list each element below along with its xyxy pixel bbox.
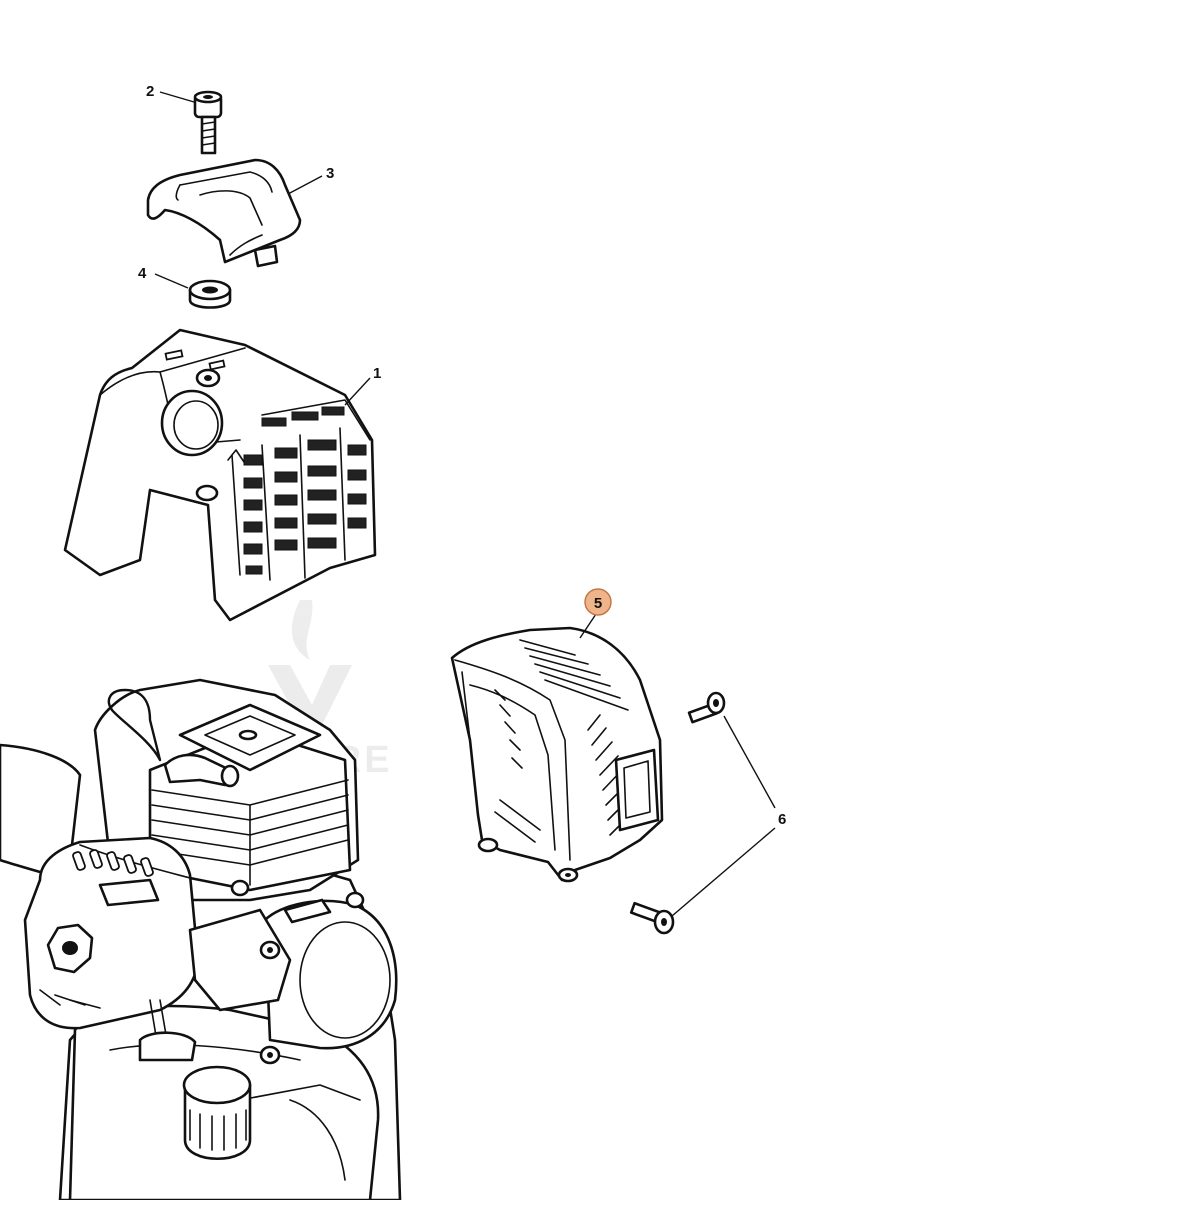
callout-6[interactable]: 6 <box>778 811 786 828</box>
part-4-grommet[interactable] <box>188 279 232 309</box>
callout-5[interactable]: 5 <box>594 595 602 612</box>
part-3-bracket[interactable] <box>146 158 302 268</box>
leader-lines <box>154 91 776 917</box>
callout-4[interactable]: 4 <box>138 265 147 282</box>
callout-3[interactable]: 3 <box>326 165 334 182</box>
shield-inner-vents <box>494 689 541 843</box>
callout-2[interactable]: 2 <box>146 83 154 100</box>
part-6-screw-lower[interactable] <box>629 901 675 935</box>
engine-assembly <box>0 678 402 1202</box>
part-1-cover[interactable] <box>63 328 377 622</box>
cover-grille <box>227 399 371 581</box>
callout-5-highlight[interactable]: 5 <box>584 588 612 616</box>
shield-top-vents <box>519 639 629 711</box>
part-6-screw-upper[interactable] <box>687 691 726 724</box>
part-5-muffler-cover[interactable] <box>450 626 664 883</box>
callout-5-badge <box>584 588 612 616</box>
callout-1[interactable]: 1 <box>373 365 381 382</box>
part-2-screw[interactable] <box>193 90 223 155</box>
